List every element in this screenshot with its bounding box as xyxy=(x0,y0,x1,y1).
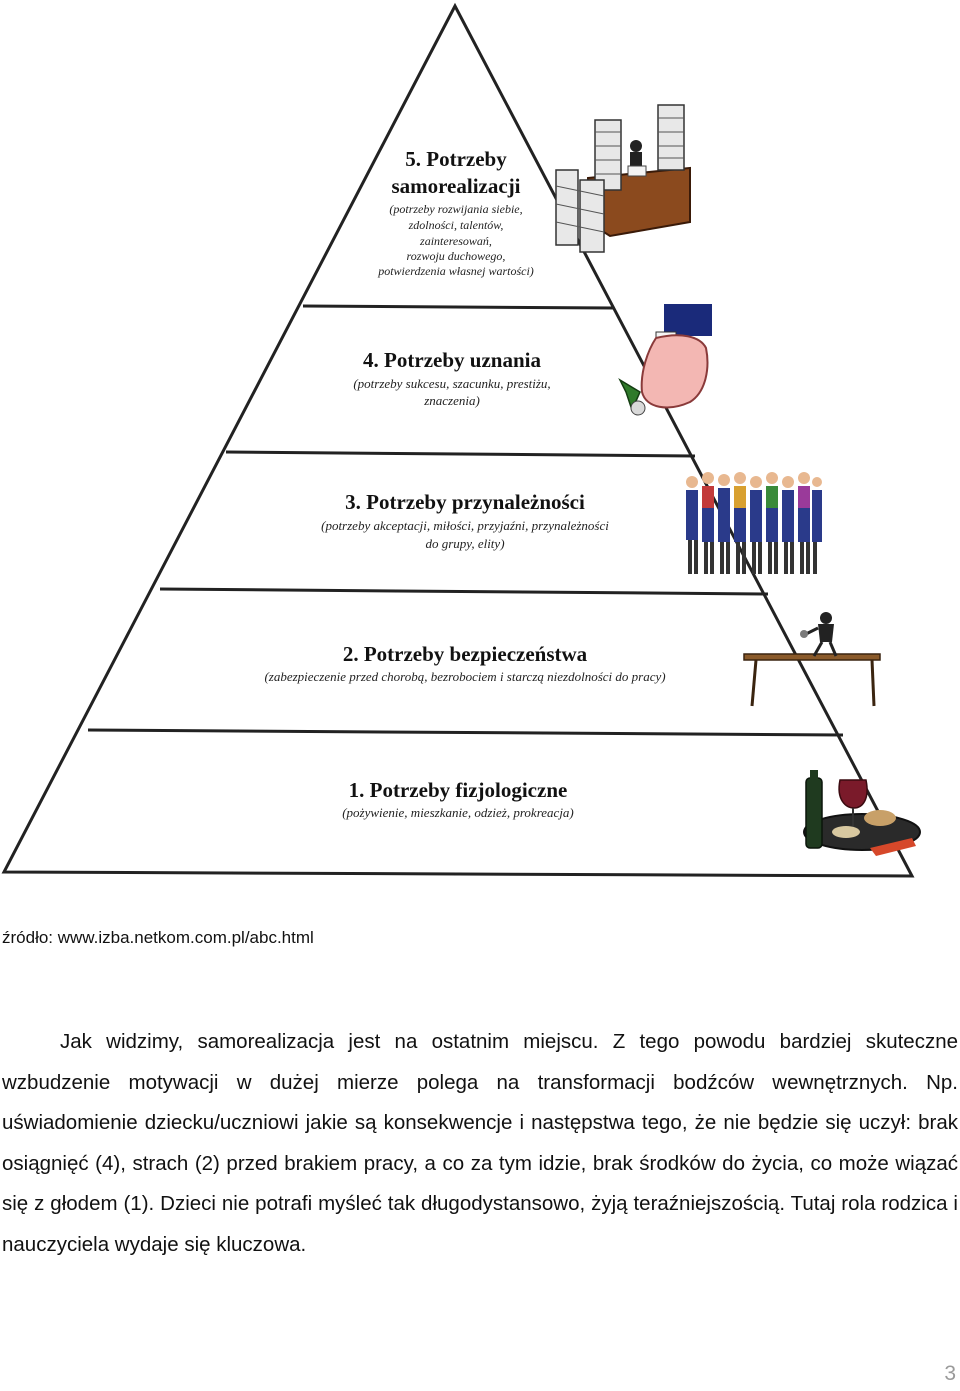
pyramid-outline xyxy=(1,2,915,878)
level-5-title-line-2: samorealizacji xyxy=(391,174,520,198)
level-5-sub-line-4: rozwoju duchowego, xyxy=(407,249,506,263)
divider-4-3 xyxy=(225,450,696,458)
divider-5-4 xyxy=(302,304,615,310)
figure-on-plank-icon xyxy=(743,612,881,707)
source-caption: źródło: www.izba.netkom.com.pl/abc.html xyxy=(2,928,314,947)
level-3-title: 3. Potrzeby przynależności xyxy=(345,490,585,514)
group-of-people-icon xyxy=(686,472,822,574)
level-4-sub-line-1: (potrzeby sukcesu, szacunku, prestiżu, xyxy=(353,376,550,391)
level-5-sub-line-5: potwierdzenia własnej wartości) xyxy=(377,264,534,278)
level-3-sub-line-2: do grupy, elity) xyxy=(425,536,504,551)
level-5-title-line-1: 5. Potrzeby xyxy=(405,147,507,171)
level-2-sub-line-1: (zabezpieczenie przed chorobą, bezroboci… xyxy=(264,669,665,684)
divider-3-2 xyxy=(159,587,769,596)
level-4-title: 4. Potrzeby uznania xyxy=(363,348,541,372)
level-5-sub-line-1: (potrzeby rozwijania siebie, xyxy=(389,202,522,216)
level-5-sub-line-2: zdolności, talentów, xyxy=(408,218,504,232)
level-4-sub-line-2: znaczenia) xyxy=(423,393,480,408)
level-4: 4. Potrzeby uznania (potrzeby sukcesu, s… xyxy=(353,348,550,408)
level-3: 3. Potrzeby przynależności (potrzeby akc… xyxy=(321,490,609,551)
level-2: 2. Potrzeby bezpieczeństwa (zabezpieczen… xyxy=(264,642,665,684)
maslow-pyramid: 5. Potrzeby samorealizacji (potrzeby roz… xyxy=(1,2,921,878)
level-5-sub-line-3: zainteresowań, xyxy=(419,234,492,248)
divider-2-1 xyxy=(87,728,844,737)
body-paragraph: Jak widzimy, samorealizacja jest na osta… xyxy=(2,1030,958,1256)
office-desk-paper-stacks-icon xyxy=(555,104,691,253)
level-1: 1. Potrzeby fizjologiczne (pożywienie, m… xyxy=(342,778,574,820)
food-and-wine-icon xyxy=(803,770,921,856)
level-2-title: 2. Potrzeby bezpieczeństwa xyxy=(343,642,588,666)
level-3-sub-line-1: (potrzeby akceptacji, miłości, przyjaźni… xyxy=(321,518,609,533)
page-number: 3 xyxy=(944,1362,956,1385)
level-1-title: 1. Potrzeby fizjologiczne xyxy=(349,778,568,802)
level-5: 5. Potrzeby samorealizacji (potrzeby roz… xyxy=(377,147,534,278)
hand-holding-award-icon xyxy=(618,304,712,416)
level-1-sub-line-1: (pożywienie, mieszkanie, odzież, prokrea… xyxy=(342,805,574,820)
